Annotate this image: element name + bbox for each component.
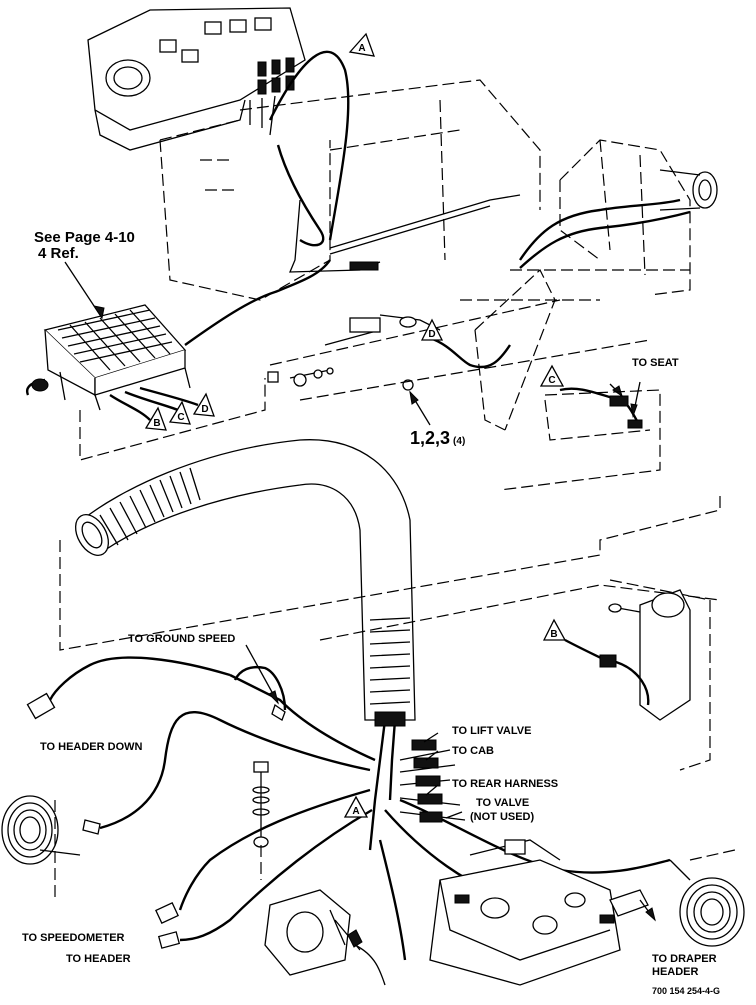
label-not-used: (NOT USED) xyxy=(470,811,535,823)
conduit-tube xyxy=(74,439,416,721)
connector-b-label: B xyxy=(153,418,160,429)
label-draper-header: HEADER xyxy=(652,966,699,978)
control-console xyxy=(87,7,306,151)
cable-and-bolts xyxy=(267,194,556,431)
label-to-rear-harness: TO REAR HARNESS xyxy=(452,778,558,790)
label-to-cab: TO CAB xyxy=(452,745,494,757)
parts-callout-arrow xyxy=(409,390,431,426)
parts-callout: 1,2,3(4) xyxy=(410,428,465,448)
connector-tag-d-left: D xyxy=(192,392,215,417)
label-to-header: TO HEADER xyxy=(66,953,131,965)
connector-b-right-label: B xyxy=(550,629,557,640)
harness-a-upper xyxy=(268,50,381,273)
reference-ref: 4 Ref. xyxy=(38,245,79,262)
right-bracket-assembly xyxy=(269,139,718,401)
lower-label-arrows xyxy=(245,644,463,819)
drawing-number: 700 154 254-4-G xyxy=(652,986,720,996)
connector-a-bottom-label: A xyxy=(352,806,359,817)
right-wire-coil xyxy=(669,849,745,947)
seat-harness xyxy=(499,381,661,491)
cab-frame-outline xyxy=(159,79,541,301)
reference-see-page: See Page 4-10 xyxy=(34,229,135,246)
fuse-block xyxy=(26,259,331,411)
bolt-washer-stack xyxy=(252,761,270,880)
label-to-speedometer: TO SPEEDOMETER xyxy=(22,932,125,944)
connector-d-label: D xyxy=(201,404,208,415)
connector-d-mid-label: D xyxy=(428,329,435,340)
label-to-valve: TO VALVE xyxy=(476,797,529,809)
connector-tag-d-mid: D xyxy=(420,318,444,341)
connector-tag-b-right: B xyxy=(542,618,567,641)
left-wire-coil xyxy=(1,795,81,900)
hydraulic-valve xyxy=(429,839,656,986)
connector-a-label: A xyxy=(358,43,365,54)
switch-bracket-b xyxy=(564,579,711,771)
label-to-lift-valve: TO LIFT VALVE xyxy=(452,725,531,737)
label-to-draper: TO DRAPER xyxy=(652,953,717,965)
fuse-block-leads xyxy=(109,386,199,421)
connector-tag-b-left: B xyxy=(144,406,167,431)
connector-tag-a-bottom: A xyxy=(343,795,369,818)
label-to-header-down: TO HEADER DOWN xyxy=(40,741,143,753)
connector-tag-c-left: C xyxy=(168,400,191,425)
parts-callout-main: 1,2,3 xyxy=(410,428,450,448)
connector-tag-c-right: C xyxy=(539,364,565,387)
reference-arrow xyxy=(64,261,105,320)
label-to-ground-speed: TO GROUND SPEED xyxy=(128,633,235,645)
connector-c-label: C xyxy=(177,412,184,423)
connector-tag-a-top: A xyxy=(348,32,375,57)
bottom-motor xyxy=(264,889,386,986)
label-to-seat: TO SEAT xyxy=(632,357,679,369)
connector-c-right-label: C xyxy=(548,375,555,386)
parts-callout-qty: (4) xyxy=(453,436,465,447)
